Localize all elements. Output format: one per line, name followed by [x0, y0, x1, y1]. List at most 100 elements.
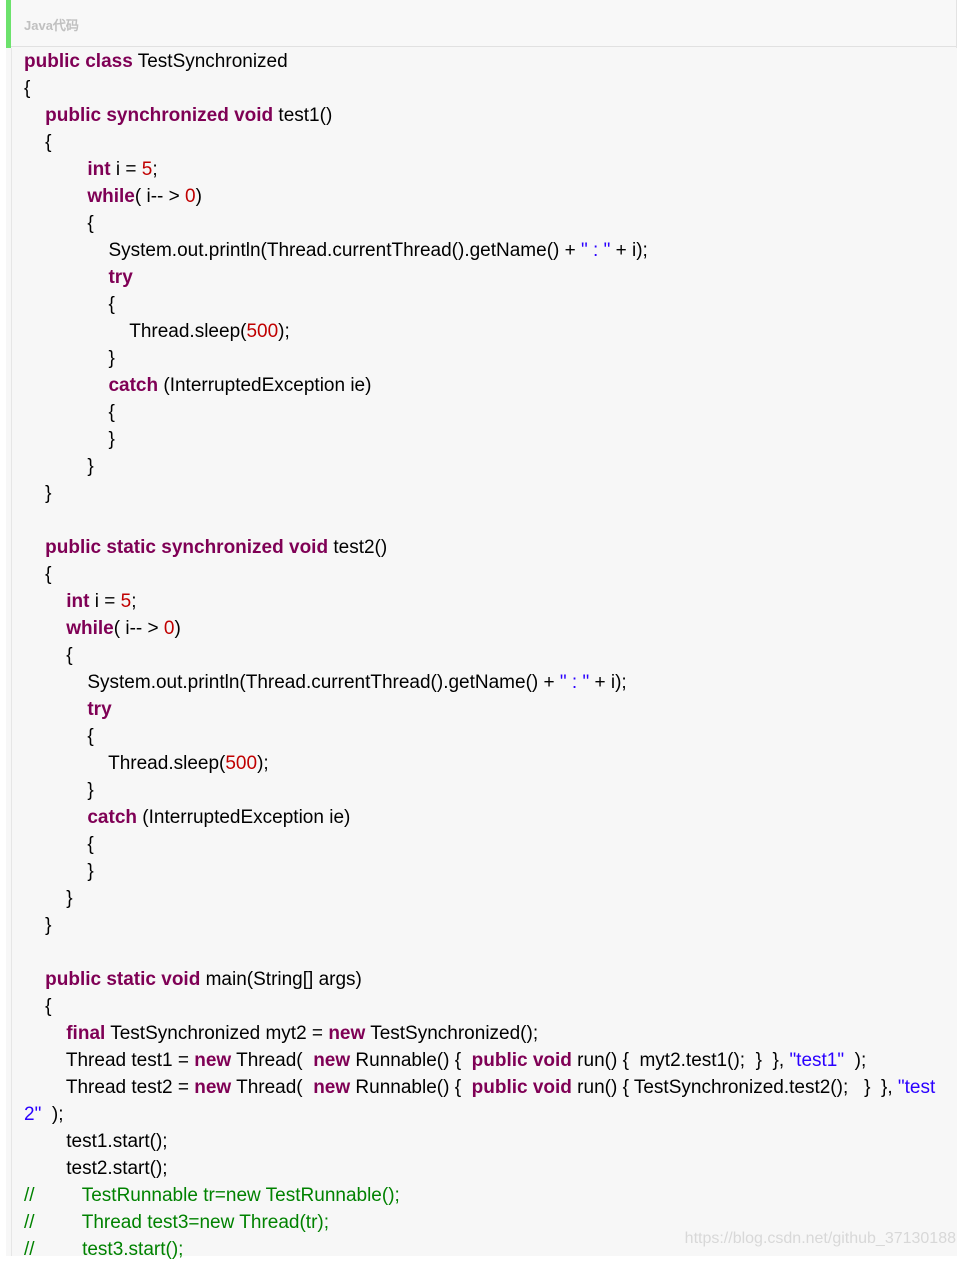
code-text	[24, 159, 87, 180]
code-keyword: int	[87, 159, 111, 180]
code-line: {	[24, 75, 30, 102]
code-line: try	[24, 264, 133, 291]
code-text: Thread(	[231, 1050, 314, 1071]
code-text: }	[24, 780, 94, 801]
code-line: while( i-- > 0)	[24, 615, 181, 642]
code-keyword: public void	[471, 1077, 572, 1098]
code-area: public class TestSynchronized { public sy…	[11, 48, 957, 1260]
code-text	[24, 537, 45, 558]
code-line: catch (InterruptedException ie)	[24, 372, 371, 399]
code-keyword: new	[313, 1050, 351, 1071]
code-line: }	[24, 480, 51, 507]
watermark: https://blog.csdn.net/github_37130188	[684, 1230, 956, 1247]
code-text: Thread test1 =	[24, 1050, 195, 1071]
code-line: {	[24, 723, 94, 750]
code-text: test1.start();	[24, 1131, 168, 1152]
code-line: test1.start();	[24, 1128, 168, 1155]
code-keyword: public class	[24, 51, 133, 72]
code-number: 0	[185, 186, 196, 207]
code-number: 0	[163, 618, 175, 639]
code-number: 500	[225, 753, 258, 774]
code-text: ( i-- >	[134, 186, 186, 207]
code-keyword: final	[66, 1023, 106, 1044]
code-line: final TestSynchronized myt2 = new TestSy…	[24, 1020, 538, 1047]
code-string: " : "	[581, 240, 611, 261]
code-line: public class TestSynchronized	[24, 48, 288, 75]
code-line: Thread test1 = new Thread( new Runnable(…	[24, 1047, 866, 1074]
code-text	[24, 1023, 66, 1044]
code-line: public static synchronized void test2()	[24, 534, 387, 561]
code-text: System.out.println(Thread.currentThread(…	[24, 672, 560, 693]
code-text: );	[257, 753, 269, 774]
code-text: i =	[89, 591, 121, 612]
code-text: {	[24, 402, 115, 423]
code-line: Thread.sleep(500);	[24, 318, 290, 345]
code-keyword: try	[87, 699, 112, 720]
code-line: // TestRunnable tr=new TestRunnable();	[24, 1182, 400, 1209]
code-line: }	[24, 858, 94, 885]
code-number: 5	[120, 591, 132, 612]
code-text: {	[24, 78, 31, 99]
code-text: );	[278, 321, 290, 342]
code-line: {	[24, 129, 51, 156]
code-line: // test3.start();	[24, 1236, 183, 1263]
code-text: System.out.println(Thread.currentThread(…	[24, 240, 582, 261]
code-text: {	[24, 645, 73, 666]
code-string: 2"	[24, 1104, 42, 1125]
code-keyword: public synchronized void	[45, 105, 274, 126]
code-line: {	[24, 642, 73, 669]
code-line: public synchronized void test1()	[24, 102, 332, 129]
code-line: 2" );	[24, 1101, 63, 1128]
code-text: {	[24, 132, 52, 153]
code-string: " : "	[559, 672, 590, 693]
code-line: }	[24, 777, 94, 804]
code-line: }	[24, 345, 115, 372]
code-keyword: try	[108, 267, 133, 288]
code-language-label: Java代码	[24, 18, 79, 33]
code-comment: // Thread test3=new Thread(tr);	[24, 1212, 330, 1233]
code-keyword: int	[66, 591, 90, 612]
code-text: main(String[] args)	[200, 969, 362, 990]
code-keyword: catch	[87, 807, 137, 828]
code-text: TestSynchronized myt2 =	[105, 1023, 329, 1044]
code-text: test2.start();	[24, 1158, 168, 1179]
code-keyword: new	[313, 1077, 351, 1098]
code-text	[24, 267, 108, 288]
code-keyword: new	[194, 1077, 232, 1098]
code-text: Thread.sleep(	[24, 321, 247, 342]
code-string: "test1"	[789, 1050, 845, 1071]
code-line: Thread test2 = new Thread( new Runnable(…	[24, 1074, 935, 1101]
code-language-header: Java代码	[11, 0, 956, 47]
code-line: int i = 5;	[24, 588, 136, 615]
code-number: 5	[141, 159, 153, 180]
code-text: test1()	[273, 105, 333, 126]
code-text: {	[24, 213, 94, 234]
code-text	[24, 591, 66, 612]
code-text: }	[24, 861, 94, 882]
code-text: run() { myt2.test1(); } },	[571, 1050, 790, 1071]
code-line: // Thread test3=new Thread(tr);	[24, 1209, 329, 1236]
code-text	[24, 969, 45, 990]
code-text: }	[24, 456, 94, 477]
code-number: 500	[246, 321, 279, 342]
code-line: }	[24, 885, 73, 912]
code-line: }	[24, 453, 94, 480]
code-text: Thread(	[231, 1077, 314, 1098]
code-text: Runnable() {	[350, 1077, 472, 1098]
code-text: }	[24, 888, 73, 909]
code-text: {	[24, 726, 94, 747]
code-text: {	[24, 996, 52, 1017]
code-line: test2.start();	[24, 1155, 168, 1182]
code-text: test2()	[328, 537, 388, 558]
code-line: {	[24, 831, 93, 858]
code-line: }	[24, 912, 51, 939]
code-text: }	[24, 348, 115, 369]
code-line: {	[24, 993, 51, 1020]
code-text: {	[24, 294, 115, 315]
code-text: }	[24, 483, 52, 504]
code-text: ;	[152, 159, 158, 180]
code-text: ( i-- >	[113, 618, 164, 639]
code-line: int i = 5;	[24, 156, 158, 183]
code-text: (InterruptedException ie)	[158, 375, 372, 396]
code-text: + i);	[610, 240, 648, 261]
